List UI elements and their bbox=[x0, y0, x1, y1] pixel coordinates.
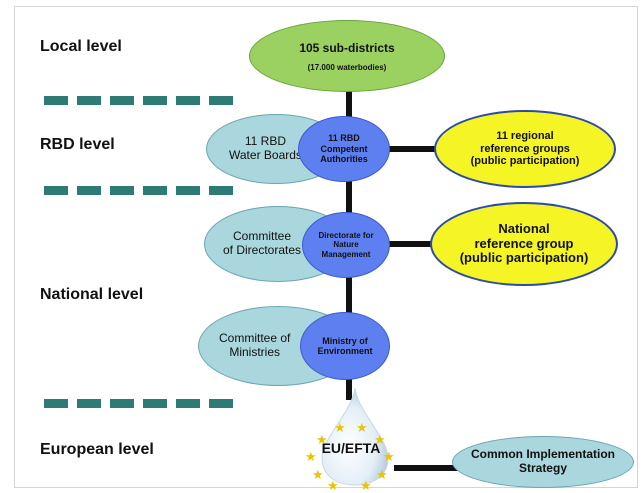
star-icon: ★ bbox=[334, 420, 346, 435]
national-reference-group-label: National reference group (public partici… bbox=[459, 220, 589, 266]
committee-ministries-label: Committee of Ministries bbox=[219, 331, 291, 359]
connector-eu-cis bbox=[394, 465, 462, 471]
regional-reference-groups-label: 11 regional reference groups (public par… bbox=[470, 130, 580, 168]
star-icon: ★ bbox=[376, 467, 388, 482]
star-icon: ★ bbox=[360, 478, 372, 493]
level-label-national: National level bbox=[40, 286, 144, 303]
star-icon: ★ bbox=[305, 449, 317, 464]
separator-local-rbd bbox=[44, 96, 234, 105]
separator-national-european bbox=[44, 399, 234, 408]
rbd-water-boards-label: 11 RBD Water Boards bbox=[229, 134, 302, 162]
star-icon: ★ bbox=[312, 467, 324, 482]
waterbodies-label: (17.000 waterbodies) bbox=[307, 62, 387, 72]
star-icon: ★ bbox=[356, 420, 368, 435]
star-icon: ★ bbox=[327, 478, 339, 493]
connector-rbd-reference bbox=[388, 146, 440, 152]
regional-reference-groups-node: 11 regional reference groups (public par… bbox=[434, 110, 616, 188]
level-label-local: Local level bbox=[40, 38, 122, 55]
connector-national-reference bbox=[384, 241, 434, 247]
level-label-european: European level bbox=[40, 441, 154, 458]
sub-districts-node: 105 sub-districts (17.000 waterbodies) bbox=[249, 20, 445, 92]
sub-districts-label: 105 sub-districts bbox=[299, 40, 395, 55]
level-label-rbd: RBD level bbox=[40, 136, 115, 153]
committee-directorates-label: Committee of Directorates bbox=[223, 229, 302, 257]
star-icon: ★ bbox=[374, 432, 386, 447]
directorate-nature-label: Directorate for Nature Management bbox=[318, 231, 374, 259]
diagram-frame bbox=[14, 6, 638, 488]
separator-rbd-national bbox=[44, 186, 234, 195]
eu-efta-drop-icon bbox=[312, 386, 398, 486]
rbd-competent-authorities-label: 11 RBD Competent Authorities bbox=[320, 133, 368, 165]
ministry-environment-label: Ministry of Environment bbox=[317, 335, 373, 356]
directorate-nature-node: Directorate for Nature Management bbox=[302, 212, 390, 278]
common-implementation-strategy-label: Common Implementation Strategy bbox=[470, 447, 615, 475]
water-drop-icon bbox=[321, 387, 389, 486]
ministry-environment-node: Ministry of Environment bbox=[300, 312, 390, 380]
rbd-competent-authorities-node: 11 RBD Competent Authorities bbox=[298, 116, 390, 182]
common-implementation-strategy-node: Common Implementation Strategy bbox=[452, 436, 634, 488]
star-icon: ★ bbox=[316, 432, 328, 447]
star-icon: ★ bbox=[383, 449, 395, 464]
eu-efta-label: EU/EFTA bbox=[321, 440, 381, 456]
national-reference-group-node: National reference group (public partici… bbox=[430, 202, 618, 286]
